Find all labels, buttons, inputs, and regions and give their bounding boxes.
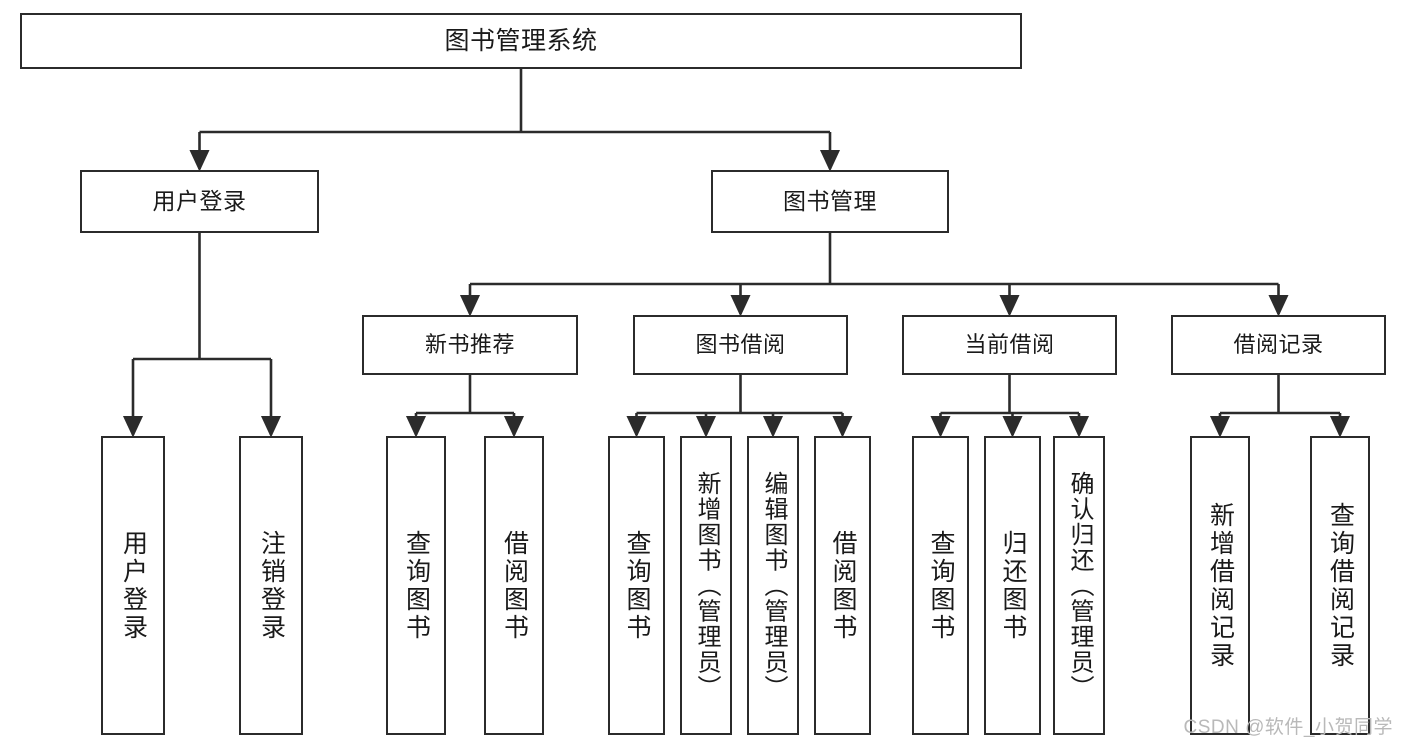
node-label-bookmgmt: 图书管理: [783, 188, 877, 215]
node-login[interactable]: 用户登录: [80, 170, 319, 233]
node-l-query2[interactable]: 查询图书: [608, 436, 665, 735]
node-label-login: 用户登录: [152, 188, 247, 215]
node-newbook[interactable]: 新书推荐: [362, 315, 578, 375]
node-label-l-editbook: 编辑图书（管理员）: [760, 470, 787, 701]
node-l-logout[interactable]: 注销登录: [239, 436, 303, 735]
watermark-text: CSDN @软件_小贺同学: [1183, 717, 1393, 738]
node-current[interactable]: 当前借阅: [902, 315, 1117, 375]
node-label-l-borrow2: 借阅图书: [829, 529, 857, 642]
node-label-l-return: 归还图书: [999, 529, 1027, 642]
node-l-addbook[interactable]: 新增图书（管理员）: [680, 436, 732, 735]
node-label-l-confirm: 确认归还（管理员）: [1066, 470, 1093, 701]
node-label-borrow: 图书借阅: [695, 332, 786, 358]
node-label-l-querynb: 查询图书: [402, 529, 431, 642]
node-l-editbook[interactable]: 编辑图书（管理员）: [747, 436, 799, 735]
node-l-borrow2[interactable]: 借阅图书: [814, 436, 871, 735]
node-l-query3[interactable]: 查询图书: [912, 436, 969, 735]
node-l-querynb[interactable]: 查询图书: [386, 436, 446, 735]
node-l-borrownb[interactable]: 借阅图书: [484, 436, 544, 735]
node-label-l-addrec: 新增借阅记录: [1206, 501, 1235, 670]
node-bookmgmt[interactable]: 图书管理: [711, 170, 949, 233]
node-root[interactable]: 图书管理系统: [20, 13, 1022, 69]
node-label-newbook: 新书推荐: [424, 332, 515, 358]
node-label-l-logout: 注销登录: [257, 529, 286, 642]
node-records[interactable]: 借阅记录: [1171, 315, 1386, 375]
node-l-login[interactable]: 用户登录: [101, 436, 165, 735]
node-label-l-query2: 查询图书: [623, 529, 651, 642]
node-label-l-login: 用户登录: [119, 529, 148, 642]
node-l-queryrec[interactable]: 查询借阅记录: [1310, 436, 1370, 735]
node-label-current: 当前借阅: [964, 332, 1055, 358]
node-label-l-query3: 查询图书: [927, 529, 955, 642]
node-l-addrec[interactable]: 新增借阅记录: [1190, 436, 1250, 735]
node-label-root: 图书管理系统: [444, 26, 598, 55]
node-label-l-queryrec: 查询借阅记录: [1326, 501, 1355, 670]
node-l-return[interactable]: 归还图书: [984, 436, 1041, 735]
node-label-l-addbook: 新增图书（管理员）: [693, 470, 720, 701]
node-borrow[interactable]: 图书借阅: [633, 315, 848, 375]
node-l-confirm[interactable]: 确认归还（管理员）: [1053, 436, 1105, 735]
node-label-l-borrownb: 借阅图书: [500, 529, 529, 642]
node-label-records: 借阅记录: [1233, 332, 1324, 358]
